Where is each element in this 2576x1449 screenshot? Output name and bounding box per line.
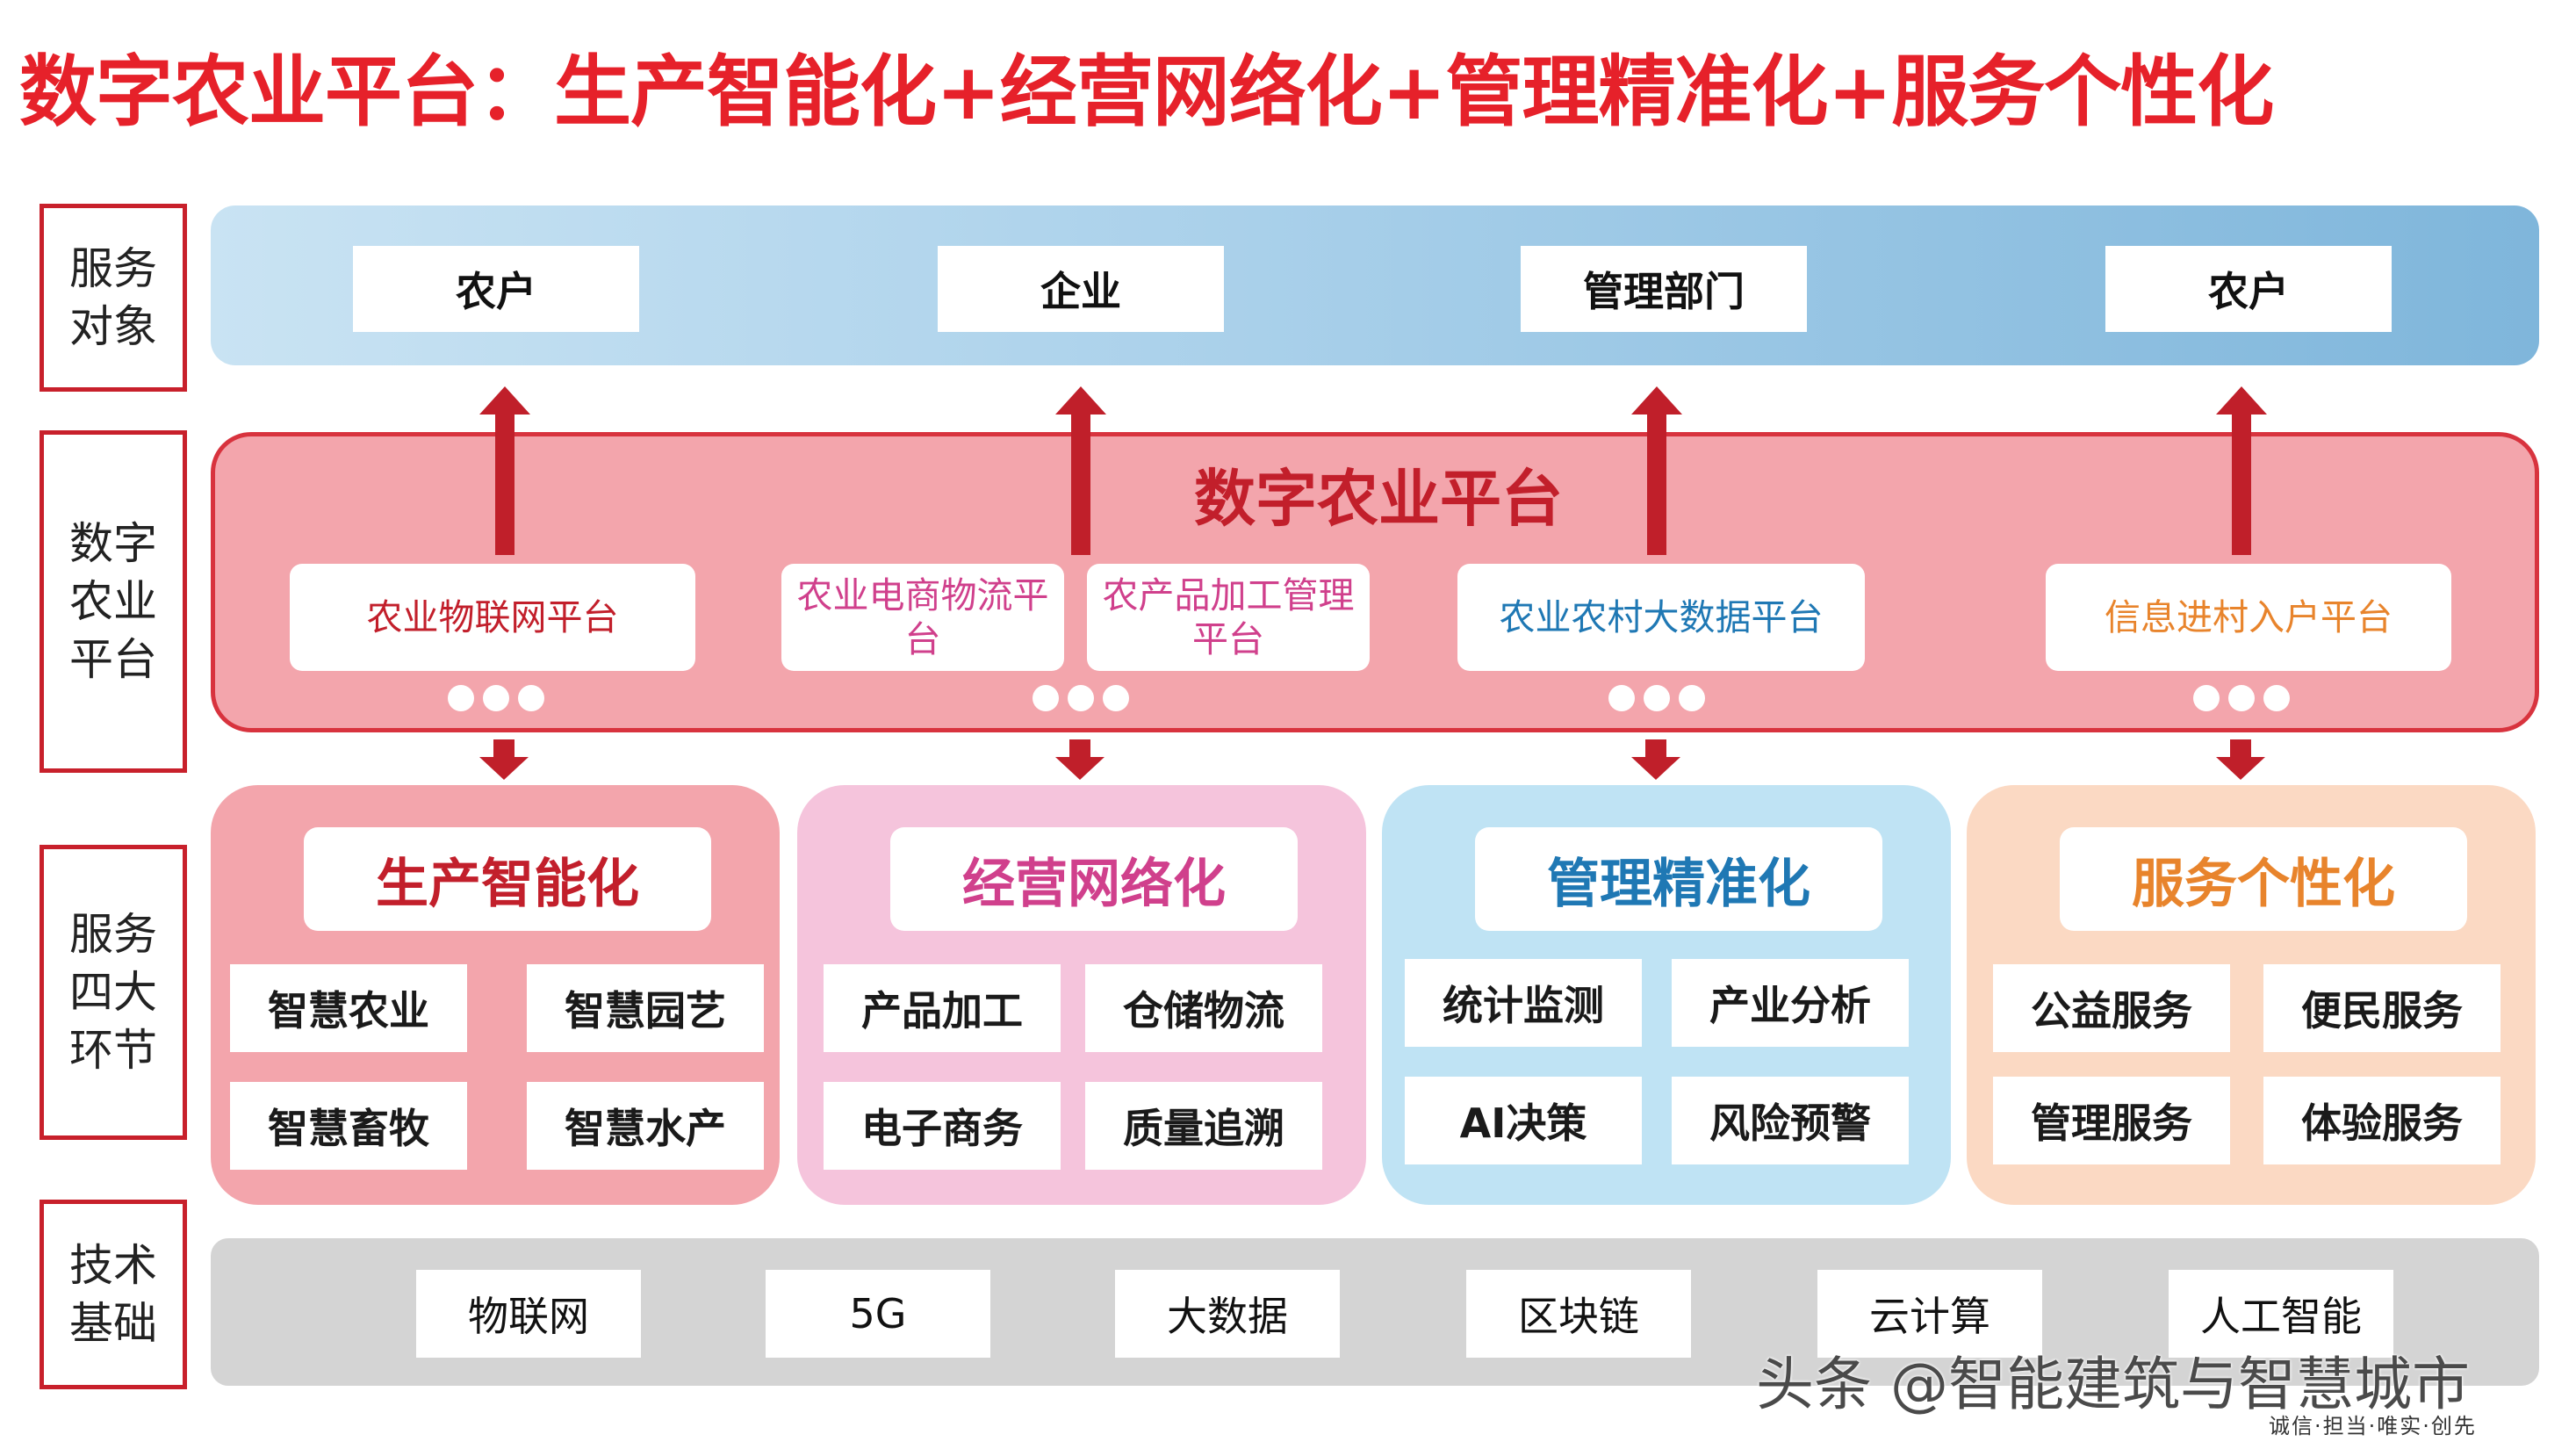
arrow-down-icon: [1631, 739, 1680, 780]
page-title: 数字农业平台：生产智能化+经营网络化+管理精准化+服务个性化: [19, 47, 2274, 137]
tech-box-blockchain: 区块链: [1466, 1270, 1691, 1358]
section-item: 仓储物流: [1085, 964, 1322, 1052]
arrow-up-icon: [1631, 386, 1682, 555]
section-title-production: 生产智能化: [304, 827, 711, 931]
target-box-management: 管理部门: [1521, 246, 1807, 332]
section-item: 智慧农业: [230, 964, 467, 1052]
section-item: 统计监测: [1405, 959, 1642, 1047]
sub-platform-iot: 农业物联网平台: [290, 564, 695, 671]
section-item: 风险预警: [1672, 1077, 1909, 1164]
ellipsis-icon: [1033, 685, 1129, 713]
section-item: 智慧畜牧: [230, 1082, 467, 1170]
tech-box-5g: 5G: [766, 1270, 990, 1358]
arrow-down-icon: [2216, 739, 2265, 780]
sub-platform-ecommerce-logistics: 农业电商物流平台: [781, 564, 1064, 671]
tech-box-ai: 人工智能: [2169, 1270, 2393, 1358]
tech-box-cloud: 云计算: [1817, 1270, 2042, 1358]
row-label-service-targets: 服务对象: [40, 204, 187, 392]
section-item: AI决策: [1405, 1077, 1642, 1164]
arrow-down-icon: [479, 739, 529, 780]
tech-box-big-data: 大数据: [1115, 1270, 1340, 1358]
section-item: 便民服务: [2263, 964, 2500, 1052]
target-box-enterprise: 企业: [938, 246, 1224, 332]
section-item: 电子商务: [824, 1082, 1061, 1170]
section-item: 产品加工: [824, 964, 1061, 1052]
sub-platform-big-data: 农业农村大数据平台: [1457, 564, 1865, 671]
tech-box-iot: 物联网: [416, 1270, 641, 1358]
arrow-up-icon: [2216, 386, 2267, 555]
watermark: 头条 @智能建筑与智慧城市: [1756, 1351, 2470, 1418]
target-box-farmer-2: 农户: [2105, 246, 2392, 332]
platform-title: 数字农业平台: [1194, 463, 1563, 535]
slogan: 诚信·担当·唯实·创先: [2269, 1414, 2477, 1438]
section-item: 智慧园艺: [527, 964, 764, 1052]
row-label-digital-platform: 数字农业平台: [40, 430, 187, 773]
arrow-up-icon: [1055, 386, 1106, 555]
ellipsis-icon: [1608, 685, 1705, 713]
section-title-service: 服务个性化: [2060, 827, 2467, 931]
sub-platform-info-village: 信息进村入户平台: [2046, 564, 2451, 671]
ellipsis-icon: [2193, 685, 2290, 713]
row-label-four-links: 服务四大环节: [40, 845, 187, 1140]
target-box-farmer-1: 农户: [353, 246, 639, 332]
section-item: 智慧水产: [527, 1082, 764, 1170]
section-item: 管理服务: [1993, 1077, 2230, 1164]
arrow-down-icon: [1055, 739, 1105, 780]
row-label-tech-foundation: 技术基础: [40, 1200, 187, 1389]
section-item: 体验服务: [2263, 1077, 2500, 1164]
section-item: 产业分析: [1672, 959, 1909, 1047]
section-title-management: 管理精准化: [1475, 827, 1882, 931]
section-item: 质量追溯: [1085, 1082, 1322, 1170]
sub-platform-processing: 农产品加工管理平台: [1087, 564, 1370, 671]
section-item: 公益服务: [1993, 964, 2230, 1052]
ellipsis-icon: [448, 685, 544, 713]
section-title-operation: 经营网络化: [890, 827, 1298, 931]
arrow-up-icon: [479, 386, 530, 555]
